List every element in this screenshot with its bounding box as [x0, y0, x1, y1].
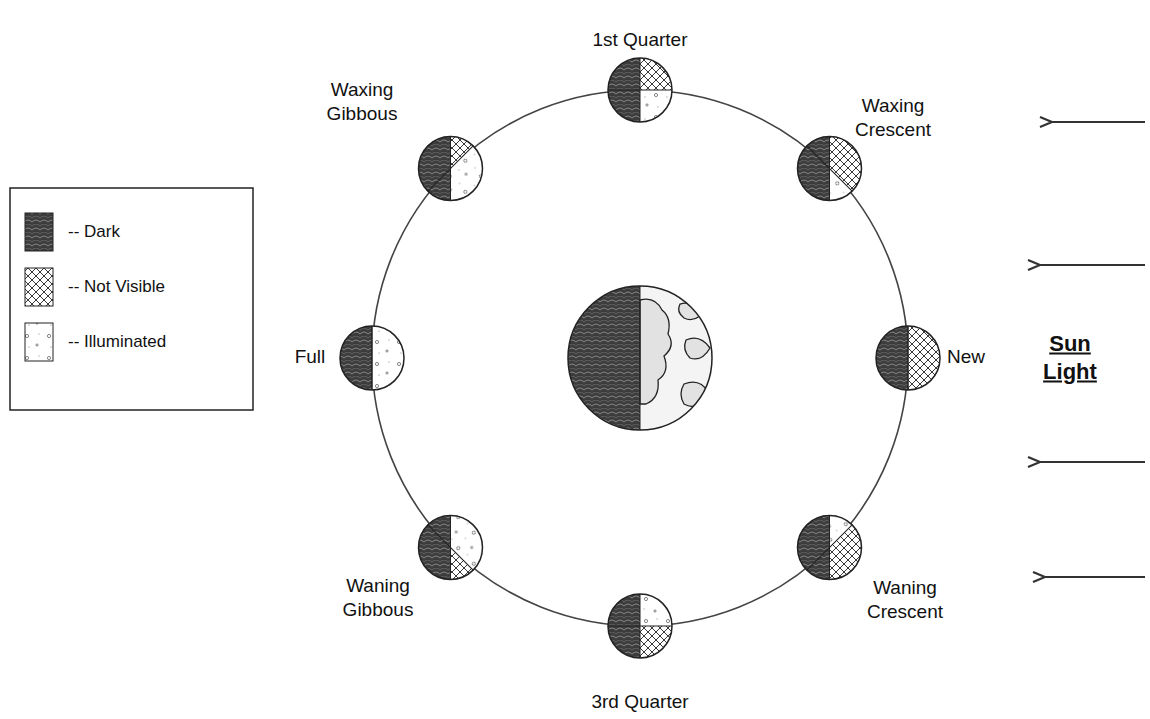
legend-text: -- Illuminated	[68, 332, 166, 352]
moon-phase	[340, 324, 406, 392]
phase-label: New	[936, 345, 996, 369]
legend-text: -- Not Visible	[68, 277, 165, 297]
phase-label: Full	[280, 345, 340, 369]
phase-label: 1st Quarter	[570, 28, 710, 52]
legend-text: -- Dark	[68, 222, 120, 242]
moon-phase	[781, 136, 861, 216]
phase-label: Waxing Gibbous	[312, 78, 412, 126]
phase-label: Waning Gibbous	[328, 574, 428, 622]
earth	[568, 286, 712, 430]
sunlight-label: Sun Light	[1035, 330, 1105, 385]
moon-phase	[874, 324, 940, 392]
phase-label: Waxing Crescent	[843, 94, 943, 142]
phase-label: 3rd Quarter	[570, 690, 710, 714]
legend-swatch-dark	[25, 213, 53, 251]
phase-label: Waning Crescent	[855, 576, 955, 624]
legend-swatch-light	[25, 323, 53, 361]
moon-phase	[606, 58, 674, 124]
legend-box	[10, 188, 253, 410]
legend-swatch-hatch	[25, 268, 53, 306]
orbit-circle	[372, 90, 908, 626]
moon-phase	[606, 592, 674, 658]
moon-phase	[418, 499, 498, 579]
moon-phase	[781, 499, 861, 579]
moon-phase	[418, 136, 498, 216]
